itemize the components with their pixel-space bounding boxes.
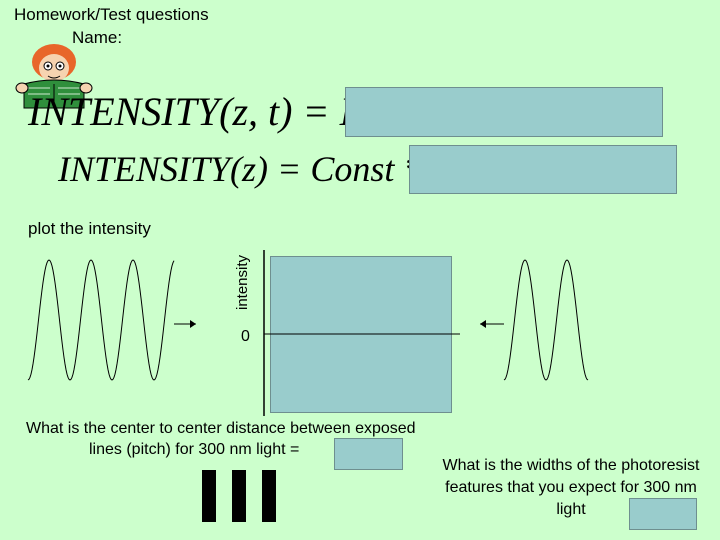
exposed-line-bar bbox=[202, 470, 216, 522]
question-widths: What is the widths of the photoresist fe… bbox=[442, 457, 700, 518]
plot-instruction: plot the intensity bbox=[28, 219, 151, 238]
origin-label: 0 bbox=[241, 328, 250, 345]
name-label: Name: bbox=[72, 28, 123, 47]
y-axis-label: intensity bbox=[234, 254, 251, 310]
exposed-line-bar bbox=[232, 470, 246, 522]
student-reading-icon bbox=[15, 44, 93, 109]
exposed-line-bar bbox=[262, 470, 276, 522]
question-pitch-line1: What is the center to center distance be… bbox=[26, 420, 416, 437]
answer-box-intensity-zt[interactable] bbox=[345, 87, 663, 137]
intensity-z-equation: INTENSITY(z) = Const * bbox=[58, 149, 422, 189]
answer-box-pitch[interactable] bbox=[334, 438, 403, 470]
answer-box-widths[interactable] bbox=[629, 498, 697, 530]
answer-box-intensity-z[interactable] bbox=[409, 145, 677, 194]
plot-axes bbox=[263, 250, 460, 416]
question-pitch-line2: lines (pitch) for 300 nm light = bbox=[89, 441, 300, 458]
page-title: Homework/Test questions bbox=[14, 5, 209, 24]
left-wave bbox=[27, 259, 196, 381]
intensity-zt-equation: INTENSITY(z, t) = I * [ bbox=[28, 89, 409, 134]
right-wave bbox=[480, 259, 589, 381]
